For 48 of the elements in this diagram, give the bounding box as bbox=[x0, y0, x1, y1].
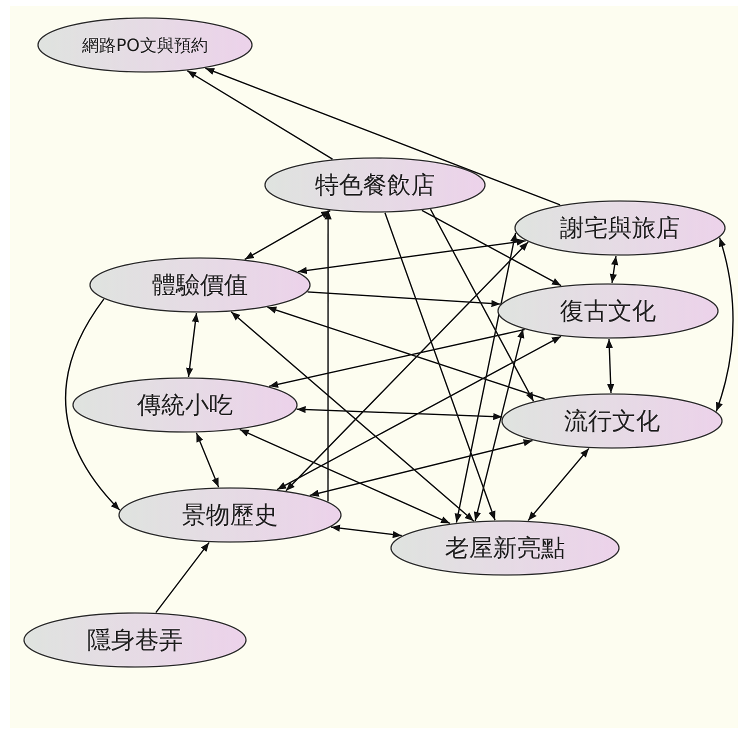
arrow bbox=[384, 212, 496, 520]
node-label: 謝宅與旅店 bbox=[560, 213, 680, 244]
arrow bbox=[454, 232, 518, 523]
arrow bbox=[196, 432, 220, 488]
arrow bbox=[610, 256, 618, 284]
arrow bbox=[330, 524, 402, 538]
node-label: 傳統小吃 bbox=[137, 390, 233, 421]
ellipse-node bbox=[501, 393, 723, 449]
node-label: 網路PO文與預約 bbox=[82, 34, 208, 56]
ellipse-node bbox=[264, 157, 486, 213]
arrow bbox=[276, 336, 562, 490]
arrow bbox=[267, 306, 545, 400]
arrow bbox=[286, 242, 529, 492]
ellipse-node bbox=[23, 612, 247, 668]
arrow bbox=[324, 210, 332, 502]
arrow bbox=[240, 428, 450, 524]
arrow bbox=[606, 338, 614, 394]
node-label: 老屋新亮點 bbox=[445, 533, 565, 564]
node-label: 體驗價值 bbox=[152, 270, 248, 301]
arrow bbox=[155, 542, 210, 613]
node-label: 復古文化 bbox=[560, 296, 656, 327]
arrow bbox=[528, 448, 590, 522]
arrow bbox=[298, 238, 526, 274]
ellipse-node bbox=[514, 200, 726, 256]
arrow bbox=[65, 298, 120, 511]
ellipse-node bbox=[72, 377, 298, 433]
arrow bbox=[296, 406, 502, 420]
ellipse-node bbox=[497, 283, 719, 339]
ellipse-node bbox=[89, 257, 311, 313]
ellipse-node bbox=[37, 17, 253, 73]
node-label: 景物歷史 bbox=[182, 500, 278, 531]
arrow bbox=[230, 311, 474, 522]
arrow bbox=[268, 328, 525, 388]
arrow bbox=[422, 210, 562, 286]
ellipse-node bbox=[118, 487, 342, 543]
arrow bbox=[474, 328, 524, 522]
arrow bbox=[244, 210, 331, 260]
node-label: 隱身巷弄 bbox=[87, 625, 183, 656]
node-label: 特色餐飲店 bbox=[315, 170, 435, 201]
arrow bbox=[186, 312, 199, 378]
arrow bbox=[430, 208, 534, 402]
arrow bbox=[205, 68, 560, 206]
arrow bbox=[310, 439, 533, 497]
arrow bbox=[716, 237, 734, 412]
arrow bbox=[308, 291, 500, 308]
ellipse-node bbox=[390, 520, 620, 576]
arrow bbox=[186, 70, 333, 160]
node-label: 流行文化 bbox=[564, 406, 660, 437]
